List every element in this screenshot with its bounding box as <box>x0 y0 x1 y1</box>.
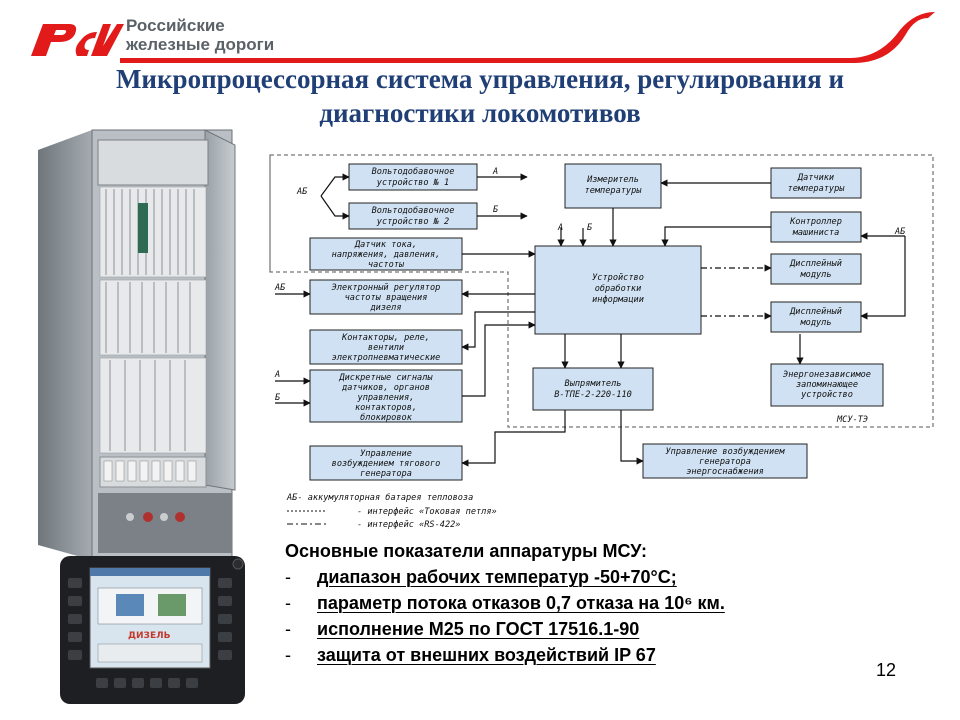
rectifier-l2: В-ТПЕ-2-220-110 <box>554 390 632 400</box>
display2-l2: модуль <box>799 318 831 328</box>
block-processor <box>534 245 702 335</box>
discrete-l1: Дискретные сигналы <box>338 373 433 383</box>
excitation-aux-l3: энергоснабжения <box>686 466 764 477</box>
label-ab-regulator: АБ <box>274 283 286 293</box>
block-discrete <box>309 369 463 423</box>
excitation-aux-l2: генератора <box>699 457 751 467</box>
excitation-main-l1: Управление <box>360 449 412 459</box>
excitation-aux-l1: Управление возбуждением <box>666 446 786 457</box>
excitation-main-l3: генератора <box>360 469 412 479</box>
tablet-diesel-label: ДИЗЕЛЬ <box>128 631 171 641</box>
regulator-l1: Электронный регулятор <box>332 283 441 293</box>
msu-boundary <box>269 154 934 428</box>
spec-dash: - <box>285 567 291 587</box>
sensor-current-l1: Датчик тока, <box>354 240 417 250</box>
slide-title-line1: Микропроцессорная система управления, ре… <box>115 64 845 94</box>
spec-text: исполнение М25 по ГОСТ 17516.1-90 <box>317 619 640 639</box>
processor-l3: информации <box>592 295 644 305</box>
nvram-l3: устройство <box>800 390 853 400</box>
block-excitation-main <box>309 445 463 481</box>
label-ab-left: АБ <box>296 187 308 197</box>
company-name-line1: Российские <box>126 16 225 35</box>
spec-text: защита от внешних воздействий IP 67 <box>317 645 656 665</box>
label-b-discrete: Б <box>275 393 281 403</box>
label-b-proc: Б <box>587 223 593 233</box>
spec-item: - защита от внешних воздействий IP 67 <box>285 642 845 668</box>
block-controller <box>770 211 862 243</box>
rectifier-l1: Выпрямитель <box>565 379 622 389</box>
block-sensor-current <box>309 237 463 271</box>
display2-l1: Дисплейный <box>789 307 842 317</box>
discrete-l2: датчиков, органов <box>341 383 430 393</box>
block-excitation-aux <box>642 443 808 479</box>
spec-dash: - <box>285 645 291 665</box>
contactors-l3: электропневматические <box>332 353 441 363</box>
vdu2-l1: Вольтодобавочное <box>372 205 455 216</box>
label-b-vdu2: Б <box>493 205 499 215</box>
spec-item: - параметр потока отказов 0,7 отказа на … <box>285 590 845 616</box>
specs-list: Основные показатели аппаратуры МСУ: - ди… <box>285 538 845 668</box>
temp-sensors-l2: температуры <box>788 184 846 194</box>
discrete-l3: управления, <box>357 393 415 403</box>
spec-item: - диапазон рабочих температур -50+70°С; <box>285 564 845 590</box>
block-diagram: Вольтодобавочное устройство № 1 Вольтодо… <box>269 154 934 530</box>
controller-l1: Контроллер <box>789 217 842 227</box>
regulator-l3: дизеля <box>369 303 401 313</box>
regulator-l2: частоты вращения <box>345 293 428 303</box>
block-display2 <box>770 301 862 333</box>
label-a-proc: А <box>557 223 563 233</box>
block-rectifier <box>532 367 654 411</box>
display1-l1: Дисплейный <box>789 259 842 269</box>
label-a-discrete: А <box>274 370 280 380</box>
excitation-main-l2: возбуждением тягового <box>332 458 441 469</box>
legend-ab: АБ- аккумуляторная батарея тепловоза <box>286 492 473 503</box>
spec-text: параметр потока отказов 0,7 отказа на 10… <box>317 593 725 613</box>
spec-item: - исполнение М25 по ГОСТ 17516.1-90 <box>285 616 845 642</box>
discrete-l5: блокировок <box>360 412 413 423</box>
rzd-logo-mark <box>31 24 124 56</box>
label-ab-right: АБ <box>894 227 906 237</box>
vdu1-l1: Вольтодобавочное <box>372 166 455 177</box>
block-nvram <box>770 363 884 407</box>
spec-text: диапазон рабочих температур -50+70°С; <box>317 567 677 587</box>
label-system: МСУ-ТЭ <box>836 415 868 425</box>
discrete-l4: контакторов, <box>355 403 417 413</box>
vdu1-l2: устройство № 1 <box>376 178 449 188</box>
sensor-current-l2: напряжения, давления, <box>332 250 441 260</box>
processor-l2: обработки <box>595 283 642 294</box>
equipment-cabinet-image <box>38 129 236 561</box>
temp-meter-l1: Измеритель <box>586 175 639 185</box>
legend-rs422: - интерфейс «RS-422» <box>357 520 460 530</box>
sensor-current-l3: частоты <box>368 260 405 270</box>
block-vdu1 <box>348 163 478 191</box>
label-a-vdu1: А <box>492 167 498 177</box>
processor-l1: Устройство <box>592 273 644 283</box>
vdu2-l2: устройство № 2 <box>376 217 449 227</box>
specs-heading: Основные показатели аппаратуры МСУ: <box>285 541 648 561</box>
block-temp-meter <box>564 163 662 209</box>
contactors-l2: вентили <box>368 343 404 353</box>
nvram-l2: запоминающее <box>796 380 858 390</box>
display1-l2: модуль <box>799 270 831 280</box>
controller-l2: машиниста <box>792 228 840 238</box>
temp-meter-l2: температуры <box>585 186 643 196</box>
spec-dash: - <box>285 593 291 613</box>
slide-title: Микропроцессорная система управления, ре… <box>20 62 940 130</box>
header-swoosh <box>120 12 935 63</box>
temp-sensors-l1: Датчики <box>797 173 834 183</box>
block-contactors <box>309 329 463 365</box>
spec-dash: - <box>285 619 291 639</box>
legend-current-loop: - интерфейс «Токовая петля» <box>357 507 497 517</box>
company-name: Российские железные дороги <box>126 16 274 54</box>
block-temp-sensors <box>770 167 862 199</box>
nvram-l1: Энергонезависимое <box>783 370 871 380</box>
slide-title-line2: диагностики локомотивов <box>319 98 641 128</box>
display-module-image: ДИЗЕЛЬ <box>60 556 245 704</box>
company-name-line2: железные дороги <box>126 35 275 54</box>
contactors-l1: Контакторы, реле, <box>341 333 430 343</box>
page-number: 12 <box>876 660 897 680</box>
